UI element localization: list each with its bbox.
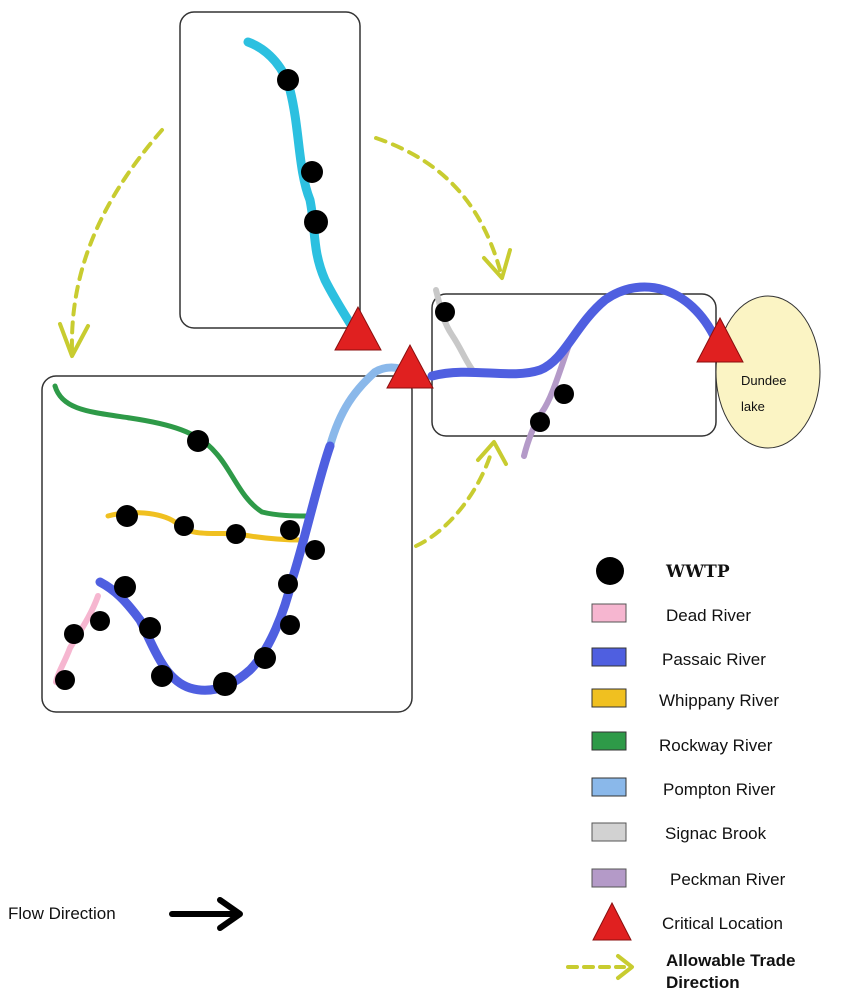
peckman-river-legend-label: Peckman River bbox=[670, 870, 786, 889]
upper-region-box bbox=[179, 11, 361, 329]
trade-direction-legend-label-line2: Direction bbox=[666, 973, 740, 992]
trade-direction-legend-label-line1: Allowable Trade bbox=[666, 951, 795, 970]
whippany-river-legend-label: Whippany River bbox=[659, 691, 779, 710]
signac-brook bbox=[433, 287, 477, 375]
wwtp-group bbox=[55, 69, 574, 696]
wwtp-legend-icon bbox=[596, 557, 624, 585]
critical-location-icon bbox=[334, 305, 382, 351]
lake-label-line2: lake bbox=[741, 399, 765, 414]
trade-arrow-group bbox=[69, 128, 502, 548]
wwtp-icon bbox=[278, 574, 298, 594]
arrowhead-icon bbox=[58, 322, 90, 358]
dundee-lake bbox=[715, 295, 821, 449]
wwtp-icon bbox=[64, 624, 84, 644]
dead-river-swatch bbox=[591, 603, 627, 623]
wwtp-icon bbox=[305, 540, 325, 560]
wwtp-icon bbox=[530, 412, 550, 432]
wwtp-icon bbox=[213, 672, 237, 696]
wwtp-icon bbox=[151, 665, 173, 687]
arrowhead-icon bbox=[482, 248, 512, 280]
critical-location-legend-label: Critical Location bbox=[662, 914, 783, 933]
wwtp-icon bbox=[435, 302, 455, 322]
wwtp-icon bbox=[55, 670, 75, 690]
wwtp-icon bbox=[116, 505, 138, 527]
flow-direction-arrow-icon bbox=[169, 897, 243, 931]
wwtp-icon bbox=[226, 524, 246, 544]
wwtp-icon bbox=[277, 69, 299, 91]
rockway-river bbox=[52, 383, 309, 519]
whippany-river-swatch bbox=[591, 688, 627, 708]
trade-direction-arrowhead-icon bbox=[616, 954, 634, 980]
lake-label-line1: Dundee bbox=[741, 373, 787, 388]
wwtp-icon bbox=[90, 611, 110, 631]
critical-location-icon bbox=[386, 343, 434, 389]
critical-location-icon bbox=[696, 316, 744, 363]
wwtp-icon bbox=[554, 384, 574, 404]
wwtp-icon bbox=[304, 210, 328, 234]
right-region-box bbox=[431, 293, 717, 437]
wwtp-icon bbox=[280, 520, 300, 540]
trade-arrow-top bbox=[374, 136, 502, 272]
dead-river-legend-label: Dead River bbox=[666, 606, 751, 625]
wwtp-icon bbox=[187, 430, 209, 452]
passaic-river-upper bbox=[427, 282, 721, 381]
wwtp-icon bbox=[280, 615, 300, 635]
critical-location-group bbox=[334, 305, 744, 389]
trade-arrow-bottom bbox=[414, 448, 494, 548]
legend: WWTP Dead River Passaic River Whippany R… bbox=[566, 557, 795, 992]
wwtp-icon bbox=[139, 617, 161, 639]
wwtp-icon bbox=[254, 647, 276, 669]
peckman-river bbox=[521, 339, 573, 459]
signac-brook-swatch bbox=[591, 822, 627, 842]
passaic-river-lower bbox=[95, 441, 335, 695]
whippany-river bbox=[105, 510, 305, 543]
rockway-river-legend-label: Rockway River bbox=[659, 736, 773, 755]
pompton-river-legend-label: Pompton River bbox=[663, 780, 776, 799]
peckman-river-swatch bbox=[591, 868, 627, 888]
arrowhead-icon bbox=[476, 440, 508, 466]
flow-direction-label: Flow Direction bbox=[8, 904, 116, 923]
upper-river bbox=[243, 37, 363, 341]
trade-arrowheads bbox=[58, 248, 512, 466]
wwtp-legend-label: WWTP bbox=[665, 562, 730, 582]
rockway-river-swatch bbox=[591, 731, 627, 751]
critical-location-legend-icon bbox=[592, 901, 632, 941]
wwtp-icon bbox=[174, 516, 194, 536]
signac-brook-legend-label: Signac Brook bbox=[665, 824, 767, 843]
passaic-river-swatch bbox=[591, 647, 627, 667]
pompton-river-swatch bbox=[591, 777, 627, 797]
wwtp-icon bbox=[301, 161, 323, 183]
passaic-river-legend-label: Passaic River bbox=[662, 650, 766, 669]
trade-arrow-left bbox=[69, 128, 164, 352]
wwtp-icon bbox=[114, 576, 136, 598]
lower-left-region-box bbox=[41, 375, 413, 713]
